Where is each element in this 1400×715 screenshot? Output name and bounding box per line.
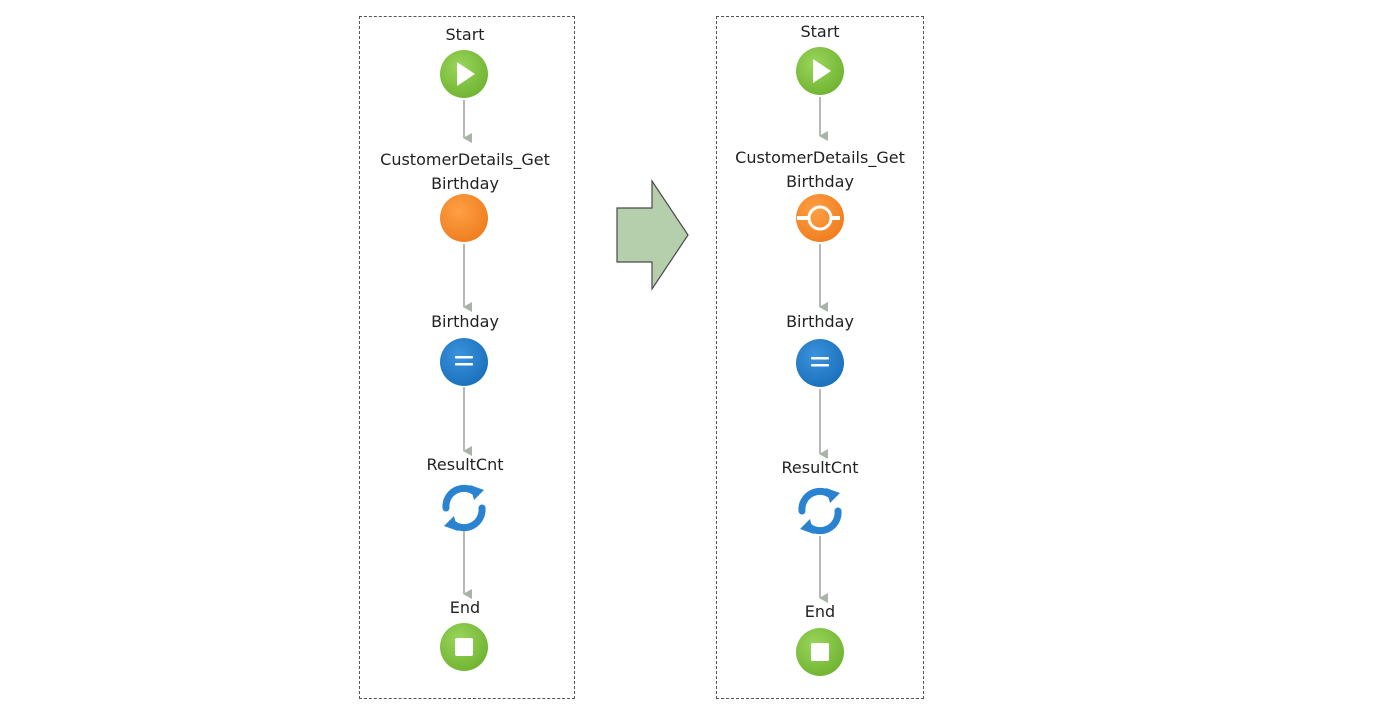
left-node-label-assign: Birthday — [431, 312, 499, 331]
right-node-label-assign: Birthday — [786, 312, 854, 331]
left-flow-panel — [359, 16, 575, 699]
end-icon[interactable] — [796, 628, 844, 676]
left-node-label-action: CustomerDetails_Get Birthday — [380, 150, 550, 193]
right-node-label-end: End — [804, 602, 836, 621]
left-node-label-refresh: ResultCnt — [426, 455, 504, 474]
left-node-label-start: Start — [445, 25, 485, 44]
assign-icon[interactable] — [440, 338, 488, 386]
start-icon[interactable] — [796, 47, 844, 95]
left-node-label-end: End — [449, 598, 481, 617]
right-flow-panel — [716, 16, 924, 699]
refresh-icon[interactable] — [798, 487, 842, 535]
right-node-label-start: Start — [800, 22, 840, 41]
orange-circle-icon[interactable] — [440, 194, 488, 242]
block-arrow-right-icon — [616, 179, 689, 291]
end-icon[interactable] — [440, 623, 488, 671]
right-node-label-action: CustomerDetails_Get Birthday — [735, 148, 905, 191]
refresh-icon[interactable] — [442, 484, 486, 532]
start-icon[interactable] — [440, 50, 488, 98]
assign-icon[interactable] — [796, 339, 844, 387]
right-node-label-refresh: ResultCnt — [781, 458, 859, 477]
server-action-icon[interactable] — [796, 194, 844, 242]
